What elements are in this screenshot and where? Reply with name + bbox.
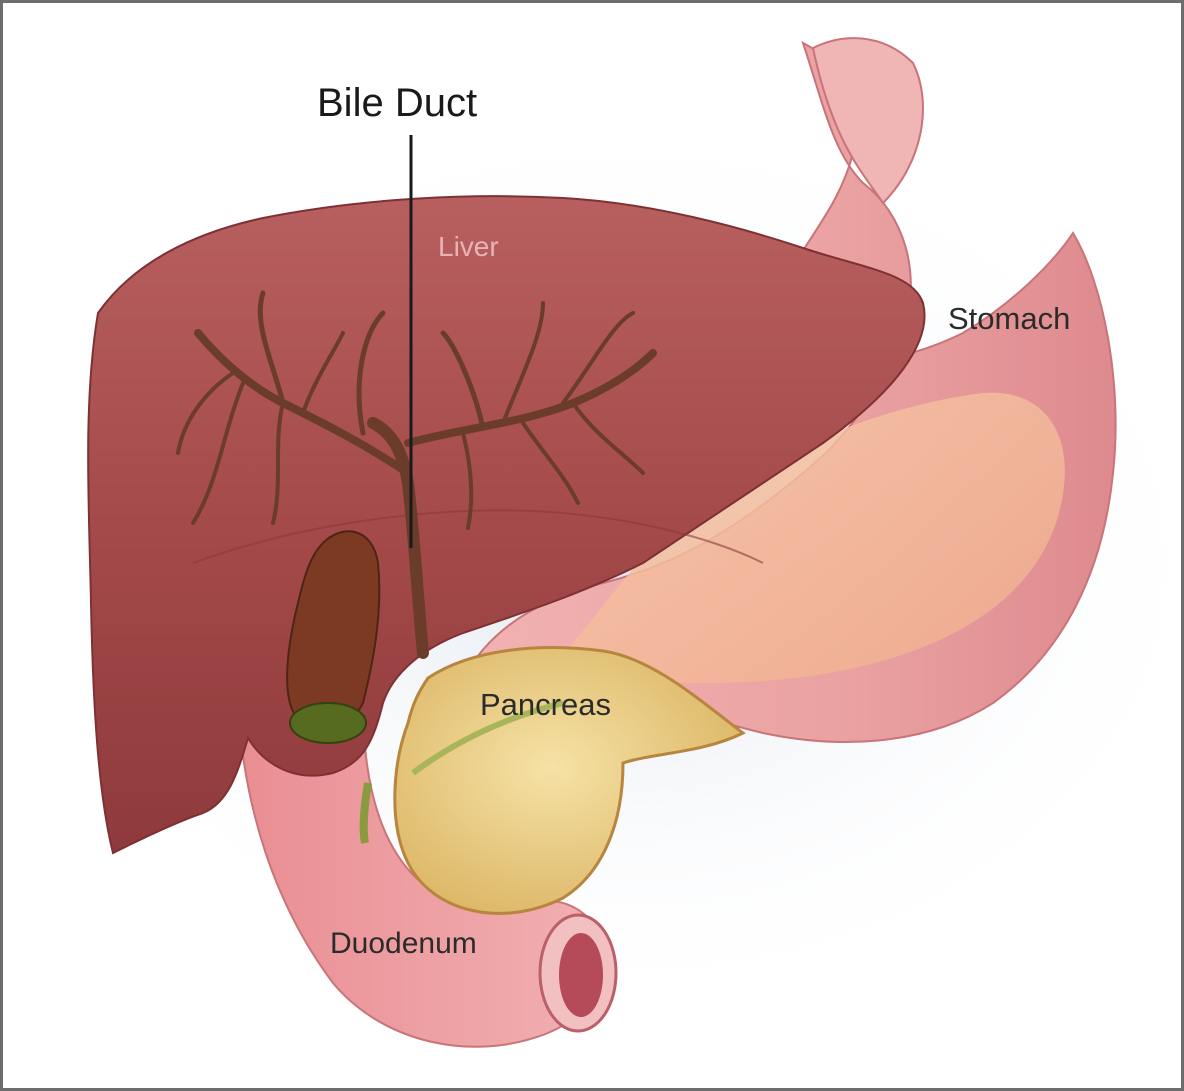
- duodenum-label: Duodenum: [330, 929, 477, 959]
- stomach-label: Stomach: [948, 303, 1070, 334]
- pancreas-label: Pancreas: [480, 689, 611, 720]
- bile-duct-label: Bile Duct: [317, 83, 477, 123]
- common-duct-end: [364, 783, 368, 843]
- liver-label: Liver: [438, 233, 499, 261]
- duodenum-lumen: [559, 933, 603, 1017]
- gallbladder-bile: [290, 703, 366, 743]
- digestive-organs-illustration: [3, 3, 1184, 1091]
